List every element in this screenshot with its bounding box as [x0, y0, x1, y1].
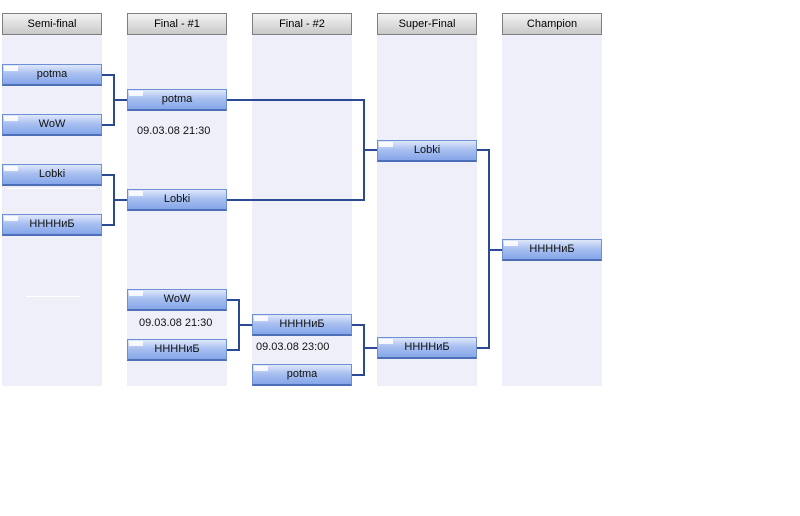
team-semifinal-2[interactable]: WoW [2, 114, 102, 136]
column-header-champion: Champion [502, 13, 602, 35]
team-semifinal-3[interactable]: Lobki [2, 164, 102, 186]
team-final2-1[interactable]: ННННиБ [252, 314, 352, 336]
column-header-superfinal: Super-Final [377, 13, 477, 35]
match-date-final1-match1: 09.03.08 21:30 [137, 125, 211, 137]
connector-sf-pair1 [102, 74, 115, 126]
column-superfinal: Super-Final [377, 13, 477, 386]
team-final1-match2-1[interactable]: WoW [127, 289, 227, 311]
divider-line [26, 296, 80, 297]
team-champion[interactable]: ННННиБ [502, 239, 602, 261]
column-header-semifinal: Semi-final [2, 13, 102, 35]
connector-sf-pair2 [102, 174, 115, 226]
column-header-final-1: Final - #1 [127, 13, 227, 35]
connector-f2 [352, 324, 365, 376]
connector-superfinal [477, 149, 490, 349]
connector-f1-match2 [227, 299, 240, 351]
team-final1-match1-1[interactable]: potma [127, 89, 227, 111]
team-superfinal-1[interactable]: Lobki [377, 140, 477, 162]
match-date-final2: 09.03.08 23:00 [256, 341, 330, 353]
team-final1-match2-2[interactable]: ННННиБ [127, 339, 227, 361]
divider-line [6, 188, 96, 189]
team-semifinal-1[interactable]: potma [2, 64, 102, 86]
team-superfinal-2[interactable]: ННННиБ [377, 337, 477, 359]
team-semifinal-4[interactable]: ННННиБ [2, 214, 102, 236]
team-final2-2[interactable]: potma [252, 364, 352, 386]
match-date-final1-match2: 09.03.08 21:30 [139, 317, 213, 329]
column-header-final-2: Final - #2 [252, 13, 352, 35]
column-champion: Champion [502, 13, 602, 386]
team-final1-match1-2[interactable]: Lobki [127, 189, 227, 211]
